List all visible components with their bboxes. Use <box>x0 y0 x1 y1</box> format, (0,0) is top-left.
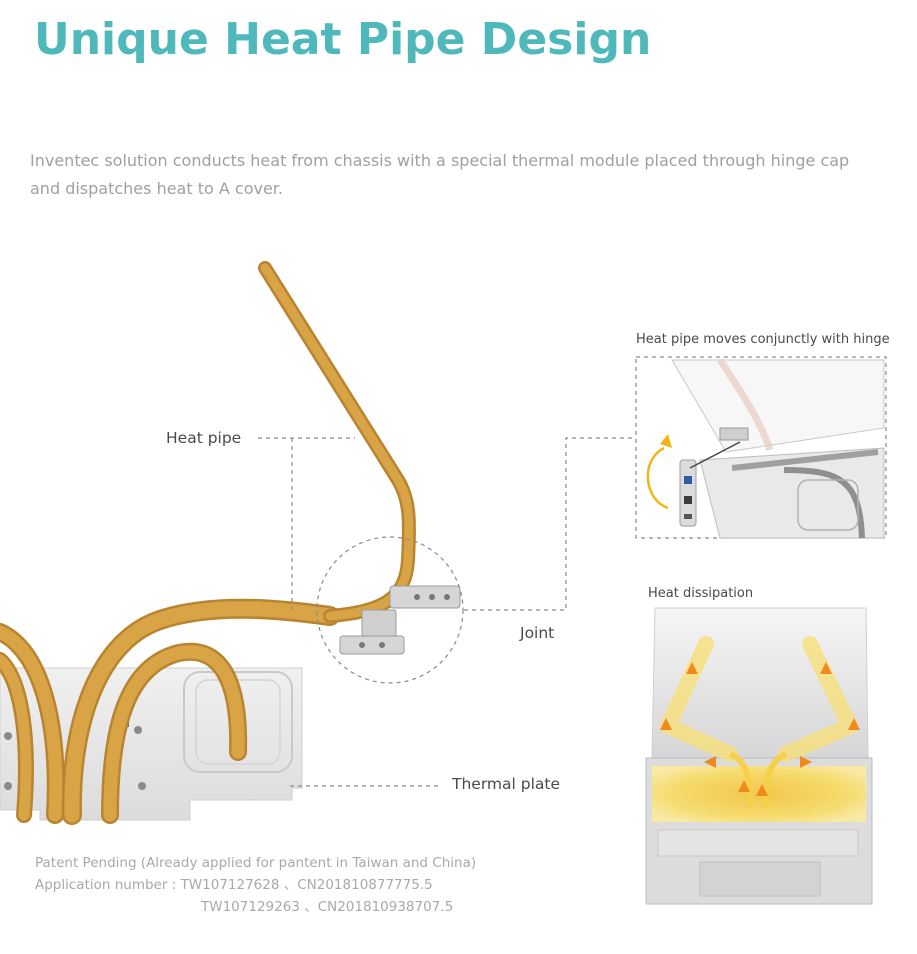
leader-lines <box>258 437 632 787</box>
patent-notice: Patent Pending (Already applied for pant… <box>35 852 476 918</box>
joint-label: Joint <box>520 624 555 642</box>
heat-dissipation-caption: Heat dissipation <box>648 586 754 601</box>
thermal-plate-label: Thermal plate <box>452 775 561 793</box>
application-number-2: TW107129263 、CN201810938707.5 <box>201 899 454 915</box>
heat-pipe-riser <box>258 261 416 623</box>
page-title: Unique Heat Pipe Design <box>34 14 652 65</box>
patent-status: Patent Pending (Already applied for pant… <box>35 855 477 871</box>
hinge-motion-inset <box>635 356 887 539</box>
heat-dissipation-laptop <box>645 607 873 905</box>
application-number: Application number : TW107127628 、CN2018… <box>35 877 433 893</box>
hinge-motion-caption: Heat pipe moves conjunctly with hinge <box>636 332 890 347</box>
heat-pipe-loops <box>0 598 340 825</box>
hinge <box>339 585 461 655</box>
description-text: Inventec solution conducts heat from cha… <box>30 151 850 198</box>
heat-pipe-label: Heat pipe <box>166 429 242 447</box>
joint-highlight-circle <box>316 536 464 684</box>
